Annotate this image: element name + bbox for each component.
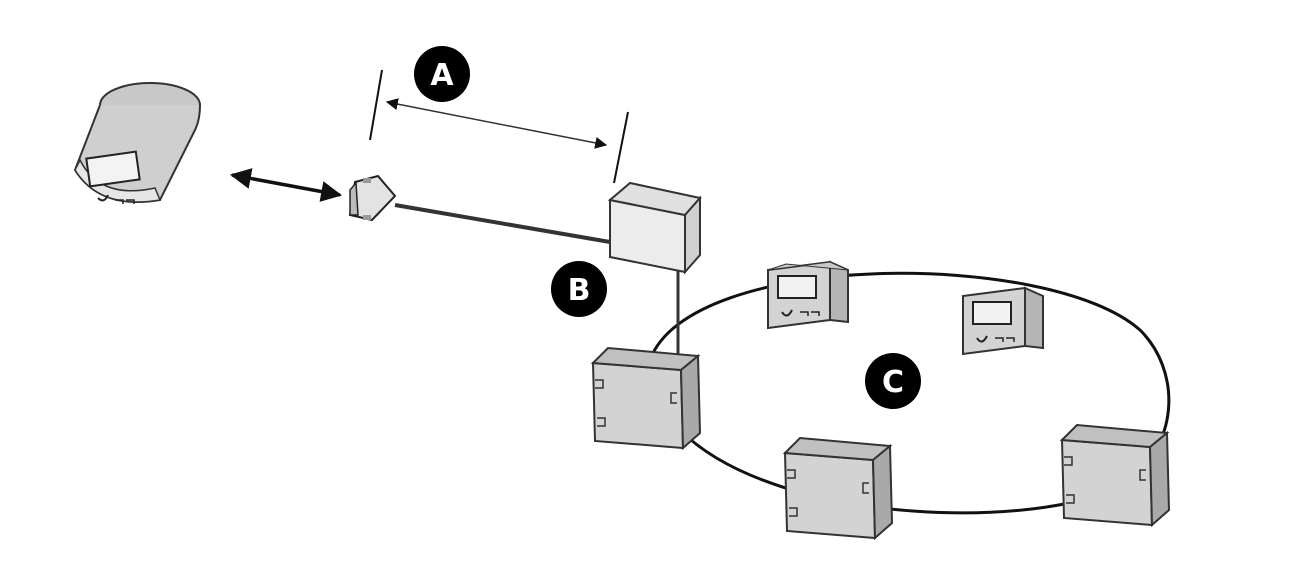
din-module-icon [782,436,894,541]
serial-cable [394,203,611,244]
badge-a: A [414,46,470,102]
converter-box-icon [607,181,702,275]
dimension-tick-right [613,111,629,184]
db-connector-icon [348,174,397,222]
din-module-icon [1059,423,1171,528]
dimension-arrow [385,98,608,149]
badge-a-text: A [430,58,454,93]
din-module-icon [590,346,702,451]
badge-b-text: B [568,273,591,308]
link-arrow [229,168,343,202]
panel-meter-icon [767,260,849,330]
panel-meter-icon [962,286,1044,356]
badge-c-text: C [882,365,904,400]
badge-c: C [865,353,921,409]
handheld-display-icon [73,82,201,204]
badge-b: B [551,261,607,317]
dimension-tick-left [369,69,383,141]
